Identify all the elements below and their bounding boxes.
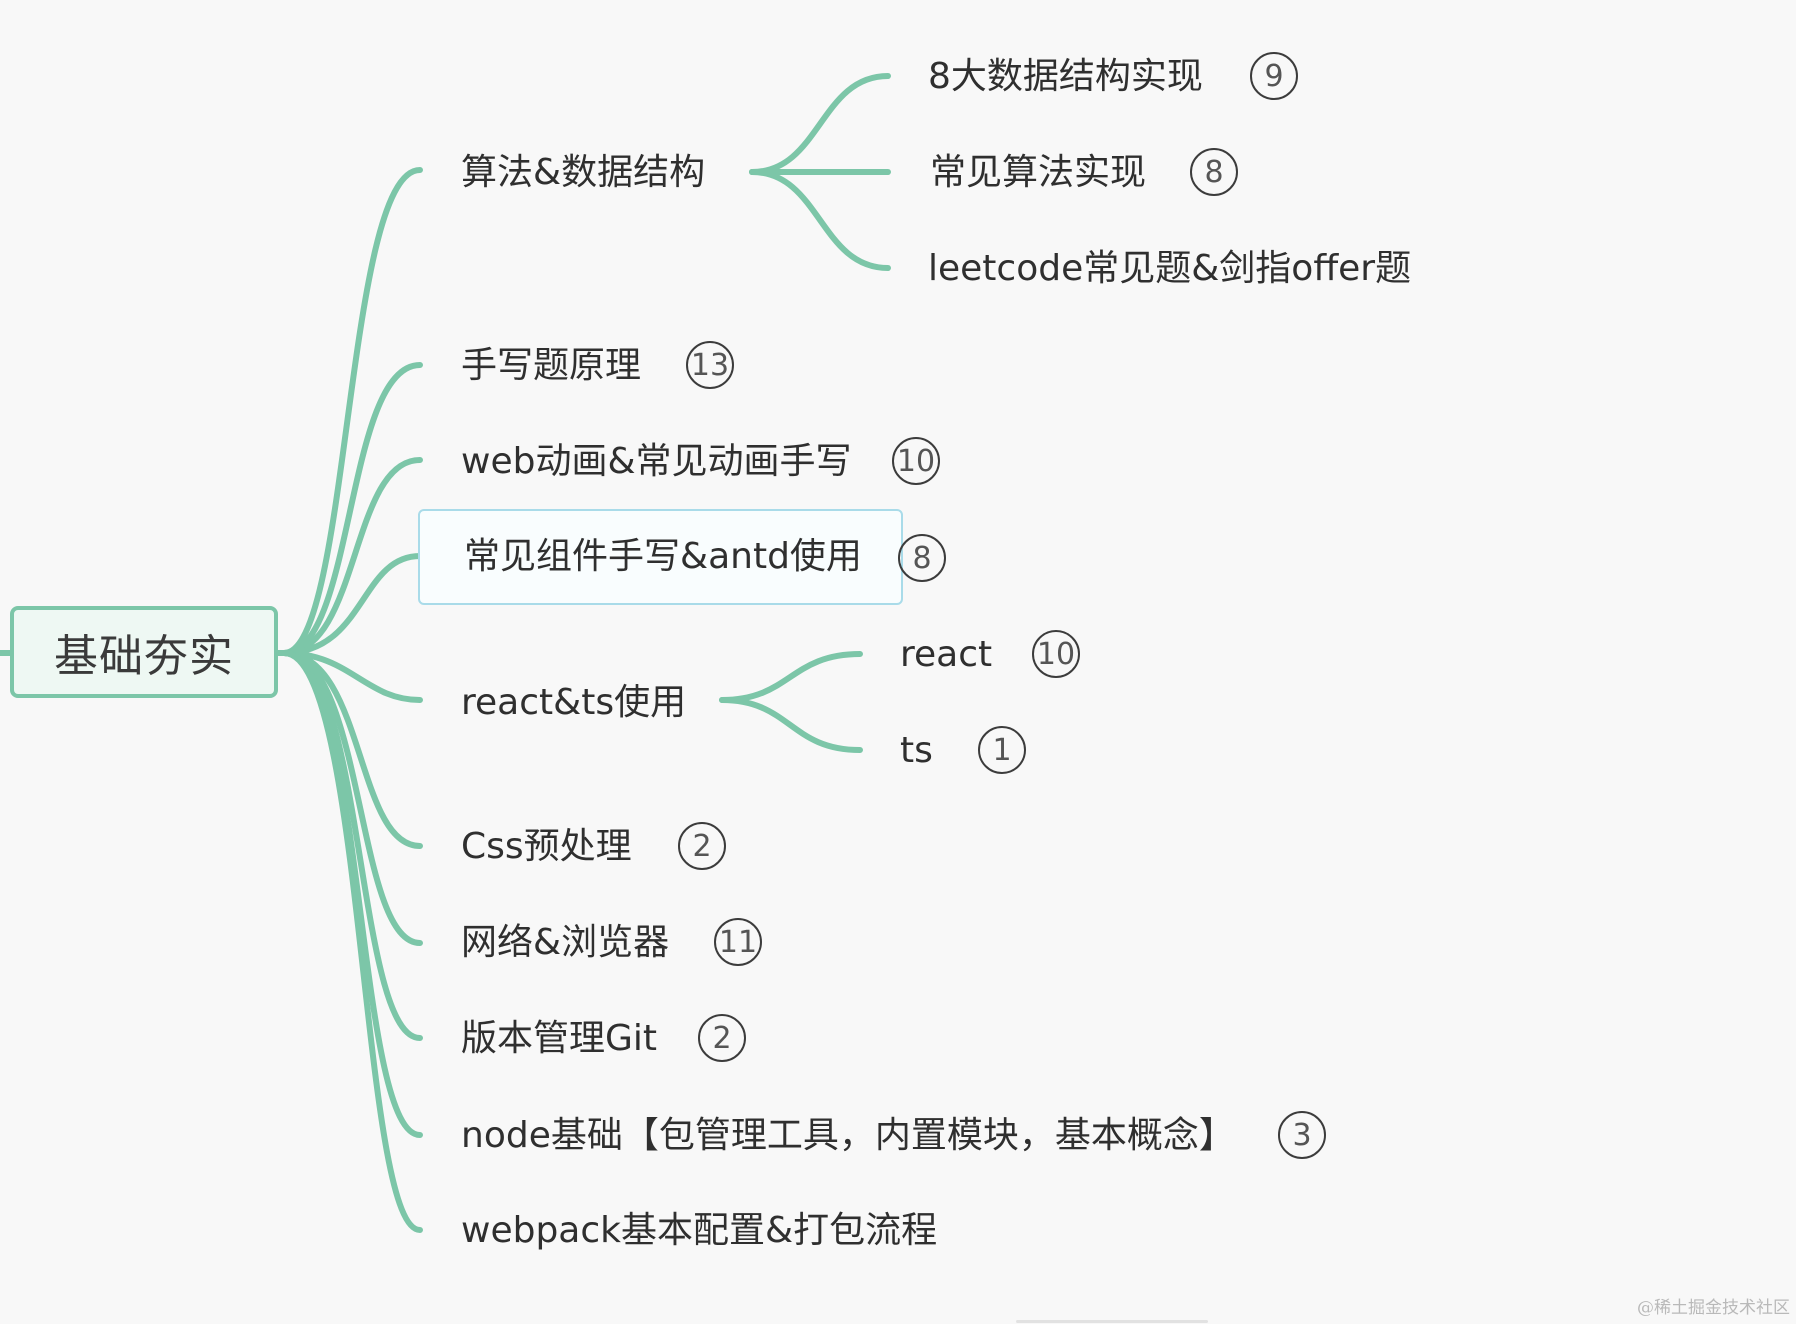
node-react[interactable]: react: [900, 627, 992, 683]
watermark: @稀土掘金技术社区: [1637, 1298, 1790, 1318]
node-components-antd[interactable]: 常见组件手写&antd使用: [418, 509, 903, 605]
node-label: 常见组件手写&antd使用: [464, 536, 862, 577]
node-label: Css预处理: [461, 826, 632, 867]
node-label: react: [900, 634, 993, 675]
count-badge[interactable]: 13: [686, 341, 734, 389]
root-node[interactable]: 基础夯实: [10, 606, 278, 698]
connector-root-webanim: [281, 457, 423, 656]
connector-root-webpack: [281, 650, 423, 1233]
count-badge[interactable]: 2: [698, 1014, 746, 1062]
connector-root-algo: [0, 167, 423, 656]
node-label: 8大数据结构实现: [928, 56, 1203, 97]
connector-algo-leetcode: [749, 169, 891, 271]
node-label: ts: [900, 730, 933, 771]
node-label: node基础【包管理工具，内置模块，基本概念】: [461, 1115, 1235, 1156]
node-label: webpack基本配置&打包流程: [461, 1210, 938, 1251]
node-network-browser[interactable]: 网络&浏览器: [461, 915, 669, 971]
node-version-control-git[interactable]: 版本管理Git: [461, 1011, 657, 1067]
count-badge[interactable]: 1: [978, 726, 1026, 774]
count-badge[interactable]: 11: [714, 918, 762, 966]
connector-root-css: [281, 650, 423, 849]
node-leetcode[interactable]: leetcode常见题&剑指offer题: [928, 241, 1411, 297]
count-badge[interactable]: 10: [1032, 630, 1080, 678]
connector-root-handwrite: [281, 362, 423, 656]
node-label: 常见算法实现: [930, 152, 1147, 193]
node-web-animation[interactable]: web动画&常见动画手写: [461, 434, 852, 490]
node-react-ts[interactable]: react&ts使用: [461, 675, 686, 731]
node-ts[interactable]: ts: [900, 723, 933, 779]
node-label: web动画&常见动画手写: [461, 441, 852, 482]
count-badge[interactable]: 3: [1278, 1111, 1326, 1159]
count-badge[interactable]: 8: [1190, 148, 1238, 196]
connector-root-components: [281, 553, 423, 656]
connector-reactts-ts: [719, 697, 863, 753]
root-node-label: 基础夯实: [54, 631, 234, 682]
count-badge[interactable]: 10: [892, 437, 940, 485]
node-common-algorithms[interactable]: 常见算法实现: [930, 145, 1146, 201]
node-algorithms-data-structures[interactable]: 算法&数据结构: [461, 145, 705, 201]
count-badge[interactable]: 2: [678, 822, 726, 870]
node-webpack[interactable]: webpack基本配置&打包流程: [461, 1203, 937, 1259]
node-label: 手写题原理: [461, 345, 642, 386]
node-label: 网络&浏览器: [461, 922, 670, 963]
node-label: leetcode常见题&剑指offer题: [928, 248, 1412, 289]
connector-reactts-react: [719, 651, 863, 703]
count-badge[interactable]: 9: [1250, 52, 1298, 100]
connector-algo-ds: [749, 73, 891, 175]
count-badge[interactable]: 8: [898, 534, 946, 582]
scrollbar-hint[interactable]: [1016, 1320, 1208, 1323]
node-node-basics[interactable]: node基础【包管理工具，内置模块，基本概念】: [461, 1108, 1235, 1164]
node-label: react&ts使用: [461, 682, 687, 723]
node-data-structures-impl[interactable]: 8大数据结构实现: [928, 49, 1203, 105]
node-css-preprocessing[interactable]: Css预处理: [461, 819, 632, 875]
node-label: 算法&数据结构: [461, 152, 706, 193]
node-handwritten-principles[interactable]: 手写题原理: [461, 338, 641, 394]
node-label: 版本管理Git: [461, 1018, 658, 1059]
